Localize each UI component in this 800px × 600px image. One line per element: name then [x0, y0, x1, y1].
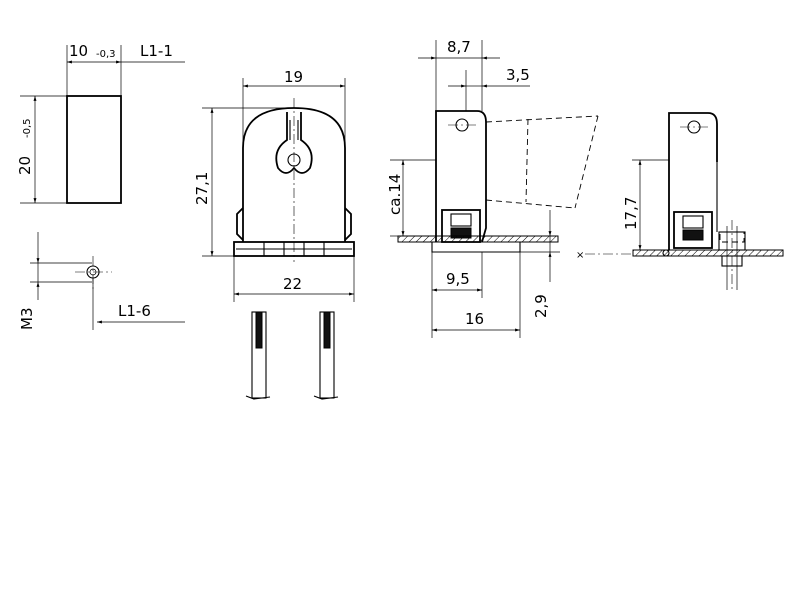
dim-ca-14-label: ca.14	[386, 174, 404, 215]
view-m3-screw	[30, 232, 185, 330]
view-holder-front	[202, 78, 355, 400]
dim-20-label: 20	[16, 156, 34, 175]
dim-8-7-label: 8,7	[447, 38, 471, 56]
tolerance-05-label: -0,5	[22, 118, 33, 138]
dim-27-1-label: 27,1	[193, 172, 211, 205]
dim-9-5-label: 9,5	[446, 270, 470, 288]
dim-16-label: 16	[465, 310, 484, 328]
ref-l1-1-label: L1-1	[140, 42, 173, 60]
ref-l1-6-label: L1-6	[118, 302, 151, 320]
tolerance-03-label: -0,3	[96, 49, 116, 60]
reference-mark-x: ×	[576, 250, 584, 261]
dim-m3-label: M3	[18, 308, 36, 331]
view-holder-side	[390, 40, 599, 338]
view-block-part	[20, 45, 185, 204]
dim-19-label: 19	[284, 68, 303, 86]
dim-17-7-label: 17,7	[622, 197, 640, 230]
dim-3-5-label: 3,5	[506, 66, 530, 84]
dim-10-label: 10	[69, 42, 88, 60]
view-holder-mounted	[585, 112, 784, 292]
dim-22-label: 22	[283, 275, 302, 293]
dim-2-9-label: 2,9	[532, 294, 550, 318]
